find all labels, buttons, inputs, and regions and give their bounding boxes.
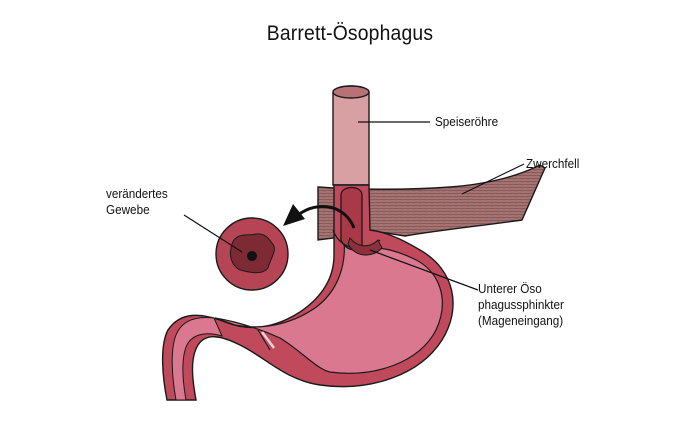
curved-arrow <box>283 204 356 229</box>
label-speiseroehre: Speiseröhre <box>435 114 499 129</box>
diaphragm <box>317 164 546 241</box>
page-title: Barrett-Ösophagus <box>266 22 434 45</box>
altered-tissue-cross-section <box>215 217 289 291</box>
esophagus <box>332 85 370 186</box>
leader-lines <box>183 121 525 291</box>
stomach <box>161 184 454 401</box>
label-zwerchfell: Zwerchfell <box>526 156 580 171</box>
